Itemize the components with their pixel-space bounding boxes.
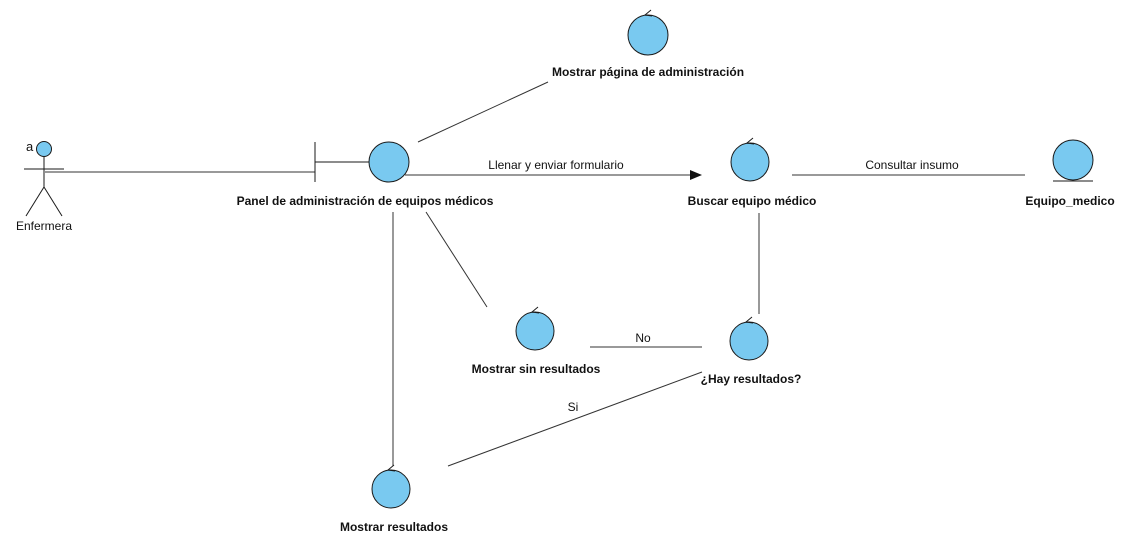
- buscar-label: Buscar equipo médico: [687, 194, 817, 208]
- panel-label: Panel de administración de equipos médic…: [236, 194, 494, 208]
- message-no-label: No: [635, 331, 651, 345]
- control-buscar-icon[interactable]: [730, 137, 770, 182]
- control-sin-resultados-icon[interactable]: [515, 306, 555, 351]
- mostrar-resultados-label: Mostrar resultados: [339, 520, 449, 534]
- link-panel-sin-resultados[interactable]: [425, 211, 488, 308]
- control-mostrar-pagina-icon[interactable]: [627, 9, 669, 56]
- message-llenar-label: Llenar y enviar formulario: [488, 158, 624, 172]
- mostrar-pagina-label: Mostrar página de administración: [551, 65, 745, 79]
- sin-resultados-label: Mostrar sin resultados: [471, 362, 601, 376]
- entity-equipo-medico-icon[interactable]: [1052, 139, 1094, 182]
- message-si-label: Si: [567, 400, 579, 414]
- actor-enfermera-figure[interactable]: [24, 141, 64, 217]
- hay-resultados-label: ¿Hay resultados?: [700, 372, 802, 386]
- message-consultar-label: Consultar insumo: [865, 158, 959, 172]
- actor-enfermera-label: Enfermera: [15, 219, 73, 233]
- equipo-medico-label: Equipo_medico: [1025, 194, 1115, 208]
- boundary-panel-icon[interactable]: [314, 141, 410, 183]
- link-panel-mostrar-pagina[interactable]: [417, 81, 549, 143]
- control-mostrar-resultados-icon[interactable]: [371, 464, 411, 509]
- control-hay-resultados-icon[interactable]: [729, 316, 769, 361]
- arrow-head-llenar: [690, 170, 702, 180]
- link-hay-mostrar-resultados[interactable]: [447, 371, 703, 467]
- actor-marker-label: a: [26, 139, 34, 154]
